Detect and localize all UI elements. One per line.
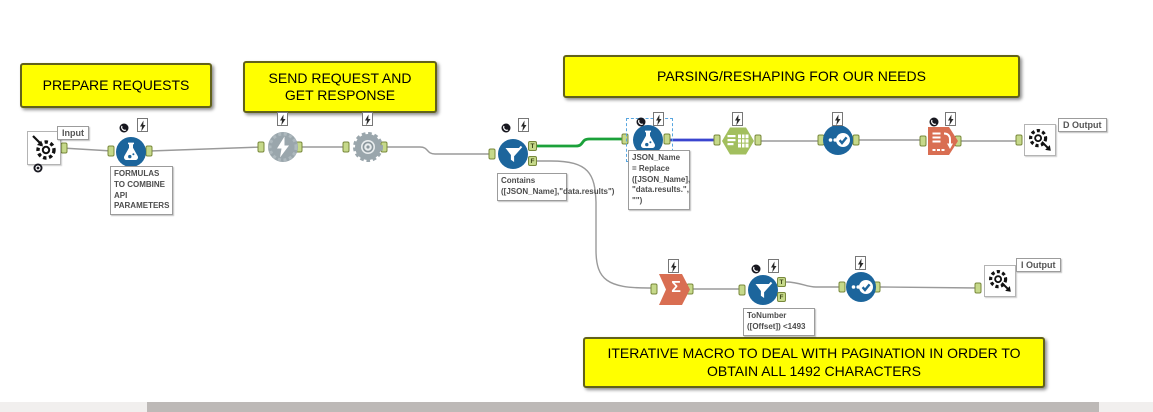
comment-prepare-text: PREPARE REQUESTS bbox=[42, 76, 190, 93]
anchor-in-download bbox=[257, 141, 265, 153]
select-tool-2[interactable] bbox=[846, 272, 876, 307]
filter1-true-letter: T bbox=[530, 142, 535, 150]
filter2-false-anchor: F bbox=[777, 292, 786, 302]
anchor-in-formula1 bbox=[107, 145, 115, 157]
macro-input-icon bbox=[32, 135, 56, 160]
filter1-annotation: Contains ([JSON_Name],"data.results") bbox=[497, 173, 614, 201]
filter2-clock-icon bbox=[751, 261, 761, 274]
crosstab-tool[interactable] bbox=[722, 126, 754, 161]
crosstab-icon bbox=[722, 127, 754, 155]
horizontal-scrollbar-thumb[interactable] bbox=[147, 402, 1099, 412]
connection-macro-to-filter bbox=[385, 146, 490, 155]
filter-tool-offset[interactable] bbox=[748, 275, 778, 310]
filter1-annotation-text: Contains ([JSON_Name],"data.results") bbox=[501, 176, 615, 196]
filter2-true-letter: T bbox=[779, 278, 784, 286]
filter1-false-anchor: F bbox=[528, 156, 537, 166]
summarize-sigma-glyph: Σ bbox=[671, 279, 681, 296]
connection-input-to-formula bbox=[61, 147, 113, 152]
macro-output-icon bbox=[1029, 129, 1051, 151]
select1-lightning-icon bbox=[832, 112, 843, 126]
anchor-in-ioutput bbox=[974, 282, 982, 294]
filter1-false-letter: F bbox=[530, 157, 535, 165]
formula1-annotation-text: FORMULAS TO COMBINE API PARAMETERS bbox=[114, 169, 170, 211]
formula1-clock-icon bbox=[119, 120, 129, 133]
formula1-lightning-icon bbox=[137, 118, 148, 132]
filter1-lightning-icon bbox=[518, 118, 529, 132]
anchor-in-arrange bbox=[919, 135, 927, 147]
anchor-in-doutput bbox=[1015, 134, 1023, 146]
formula2-clock-icon bbox=[636, 114, 646, 127]
select2-lightning-icon bbox=[855, 256, 866, 270]
anchor-in-macro bbox=[342, 141, 350, 153]
summarize-lightning-icon bbox=[668, 259, 679, 273]
formula-icon bbox=[116, 137, 146, 167]
filter1-clock-icon bbox=[501, 120, 511, 133]
connection-select2-to-ioutput bbox=[878, 286, 979, 289]
anchor-out-crosstab bbox=[754, 134, 762, 146]
formula1-annotation: FORMULAS TO COMBINE API PARAMETERS bbox=[110, 166, 173, 216]
anchor-in-crosstab bbox=[713, 134, 721, 146]
select-icon bbox=[823, 125, 853, 155]
comment-iterative-macro[interactable]: ITERATIVE MACRO TO DEAL WITH PAGINATION … bbox=[583, 337, 1045, 388]
anchor-in-summarize bbox=[650, 283, 658, 295]
formula-icon bbox=[633, 125, 663, 155]
arrange-lightning-icon bbox=[945, 112, 956, 126]
filter2-true-anchor: T bbox=[777, 277, 786, 287]
comment-send-text: SEND REQUEST AND GET RESPONSE bbox=[268, 69, 412, 104]
filter-icon bbox=[748, 275, 778, 305]
select-tool-1[interactable] bbox=[823, 125, 853, 160]
macro-gray-lightning-icon bbox=[362, 112, 373, 126]
formula2-lightning-icon bbox=[653, 112, 664, 126]
filter2-lightning-icon bbox=[768, 259, 779, 273]
macro-output-d-label-text: D Output bbox=[1063, 120, 1102, 130]
arrange-tool[interactable] bbox=[928, 126, 958, 161]
macro-tool-gray[interactable] bbox=[353, 132, 383, 167]
filter1-true-anchor: T bbox=[528, 141, 537, 151]
connection-filter-true-green bbox=[536, 137, 628, 148]
select-icon bbox=[846, 272, 876, 302]
macro-output-icon bbox=[989, 270, 1011, 292]
filter2-annotation-text: ToNumber ([Offset]) <1493 bbox=[747, 311, 806, 331]
connection-formula-to-download bbox=[149, 146, 263, 152]
macro-output-i-tool[interactable] bbox=[984, 265, 1016, 297]
macro-input-label: Input bbox=[57, 126, 89, 140]
filter2-annotation: ToNumber ([Offset]) <1493 bbox=[743, 308, 815, 336]
arrange-icon bbox=[928, 127, 958, 155]
summarize-tool[interactable]: Σ bbox=[659, 274, 690, 310]
anchor-in-select2 bbox=[838, 281, 846, 293]
comment-iterative-text: ITERATIVE MACRO TO DEAL WITH PAGINATION … bbox=[607, 345, 1021, 379]
connection-filter2-true-to-select2 bbox=[785, 281, 841, 288]
formula2-annotation: JSON_Name = Replace ([JSON_Name], "data.… bbox=[628, 150, 690, 210]
formula-tool-replace[interactable] bbox=[633, 125, 663, 160]
crosstab-lightning-icon bbox=[732, 112, 743, 126]
filter-tool-contains[interactable] bbox=[498, 139, 528, 174]
anchor-out-select1 bbox=[852, 134, 860, 146]
download-tool[interactable] bbox=[268, 132, 298, 167]
anchor-in-filter2 bbox=[738, 284, 746, 296]
formula-tool-prepare[interactable] bbox=[116, 137, 146, 172]
macro-input-label-text: Input bbox=[62, 128, 84, 138]
comment-parsing-text: PARSING/RESHAPING FOR OUR NEEDS bbox=[657, 67, 926, 84]
anchor-in-filter1 bbox=[488, 148, 496, 160]
macro-input-status-icon bbox=[33, 160, 43, 173]
download-lightning-icon bbox=[277, 112, 288, 126]
comment-send-request[interactable]: SEND REQUEST AND GET RESPONSE bbox=[243, 61, 437, 113]
anchor-output-input-tool bbox=[60, 142, 68, 154]
comment-prepare-requests[interactable]: PREPARE REQUESTS bbox=[20, 63, 212, 108]
download-icon bbox=[268, 132, 298, 162]
filter2-false-letter: F bbox=[779, 293, 784, 301]
formula2-annotation-text: JSON_Name = Replace ([JSON_Name], "data.… bbox=[632, 153, 691, 206]
macro-output-i-label-text: I Output bbox=[1021, 260, 1056, 270]
macro-output-d-label: D Output bbox=[1058, 118, 1107, 132]
filter-icon bbox=[498, 139, 528, 169]
summarize-icon bbox=[659, 274, 690, 305]
macro-output-i-label: I Output bbox=[1016, 258, 1061, 272]
anchor-out-formula1 bbox=[145, 145, 153, 157]
arrange-clock-icon bbox=[929, 114, 939, 127]
macro-output-d-tool[interactable] bbox=[1024, 124, 1056, 156]
macro-gear-icon bbox=[353, 132, 383, 162]
comment-parsing[interactable]: PARSING/RESHAPING FOR OUR NEEDS bbox=[563, 55, 1020, 98]
macro-input-tool[interactable] bbox=[27, 131, 61, 165]
